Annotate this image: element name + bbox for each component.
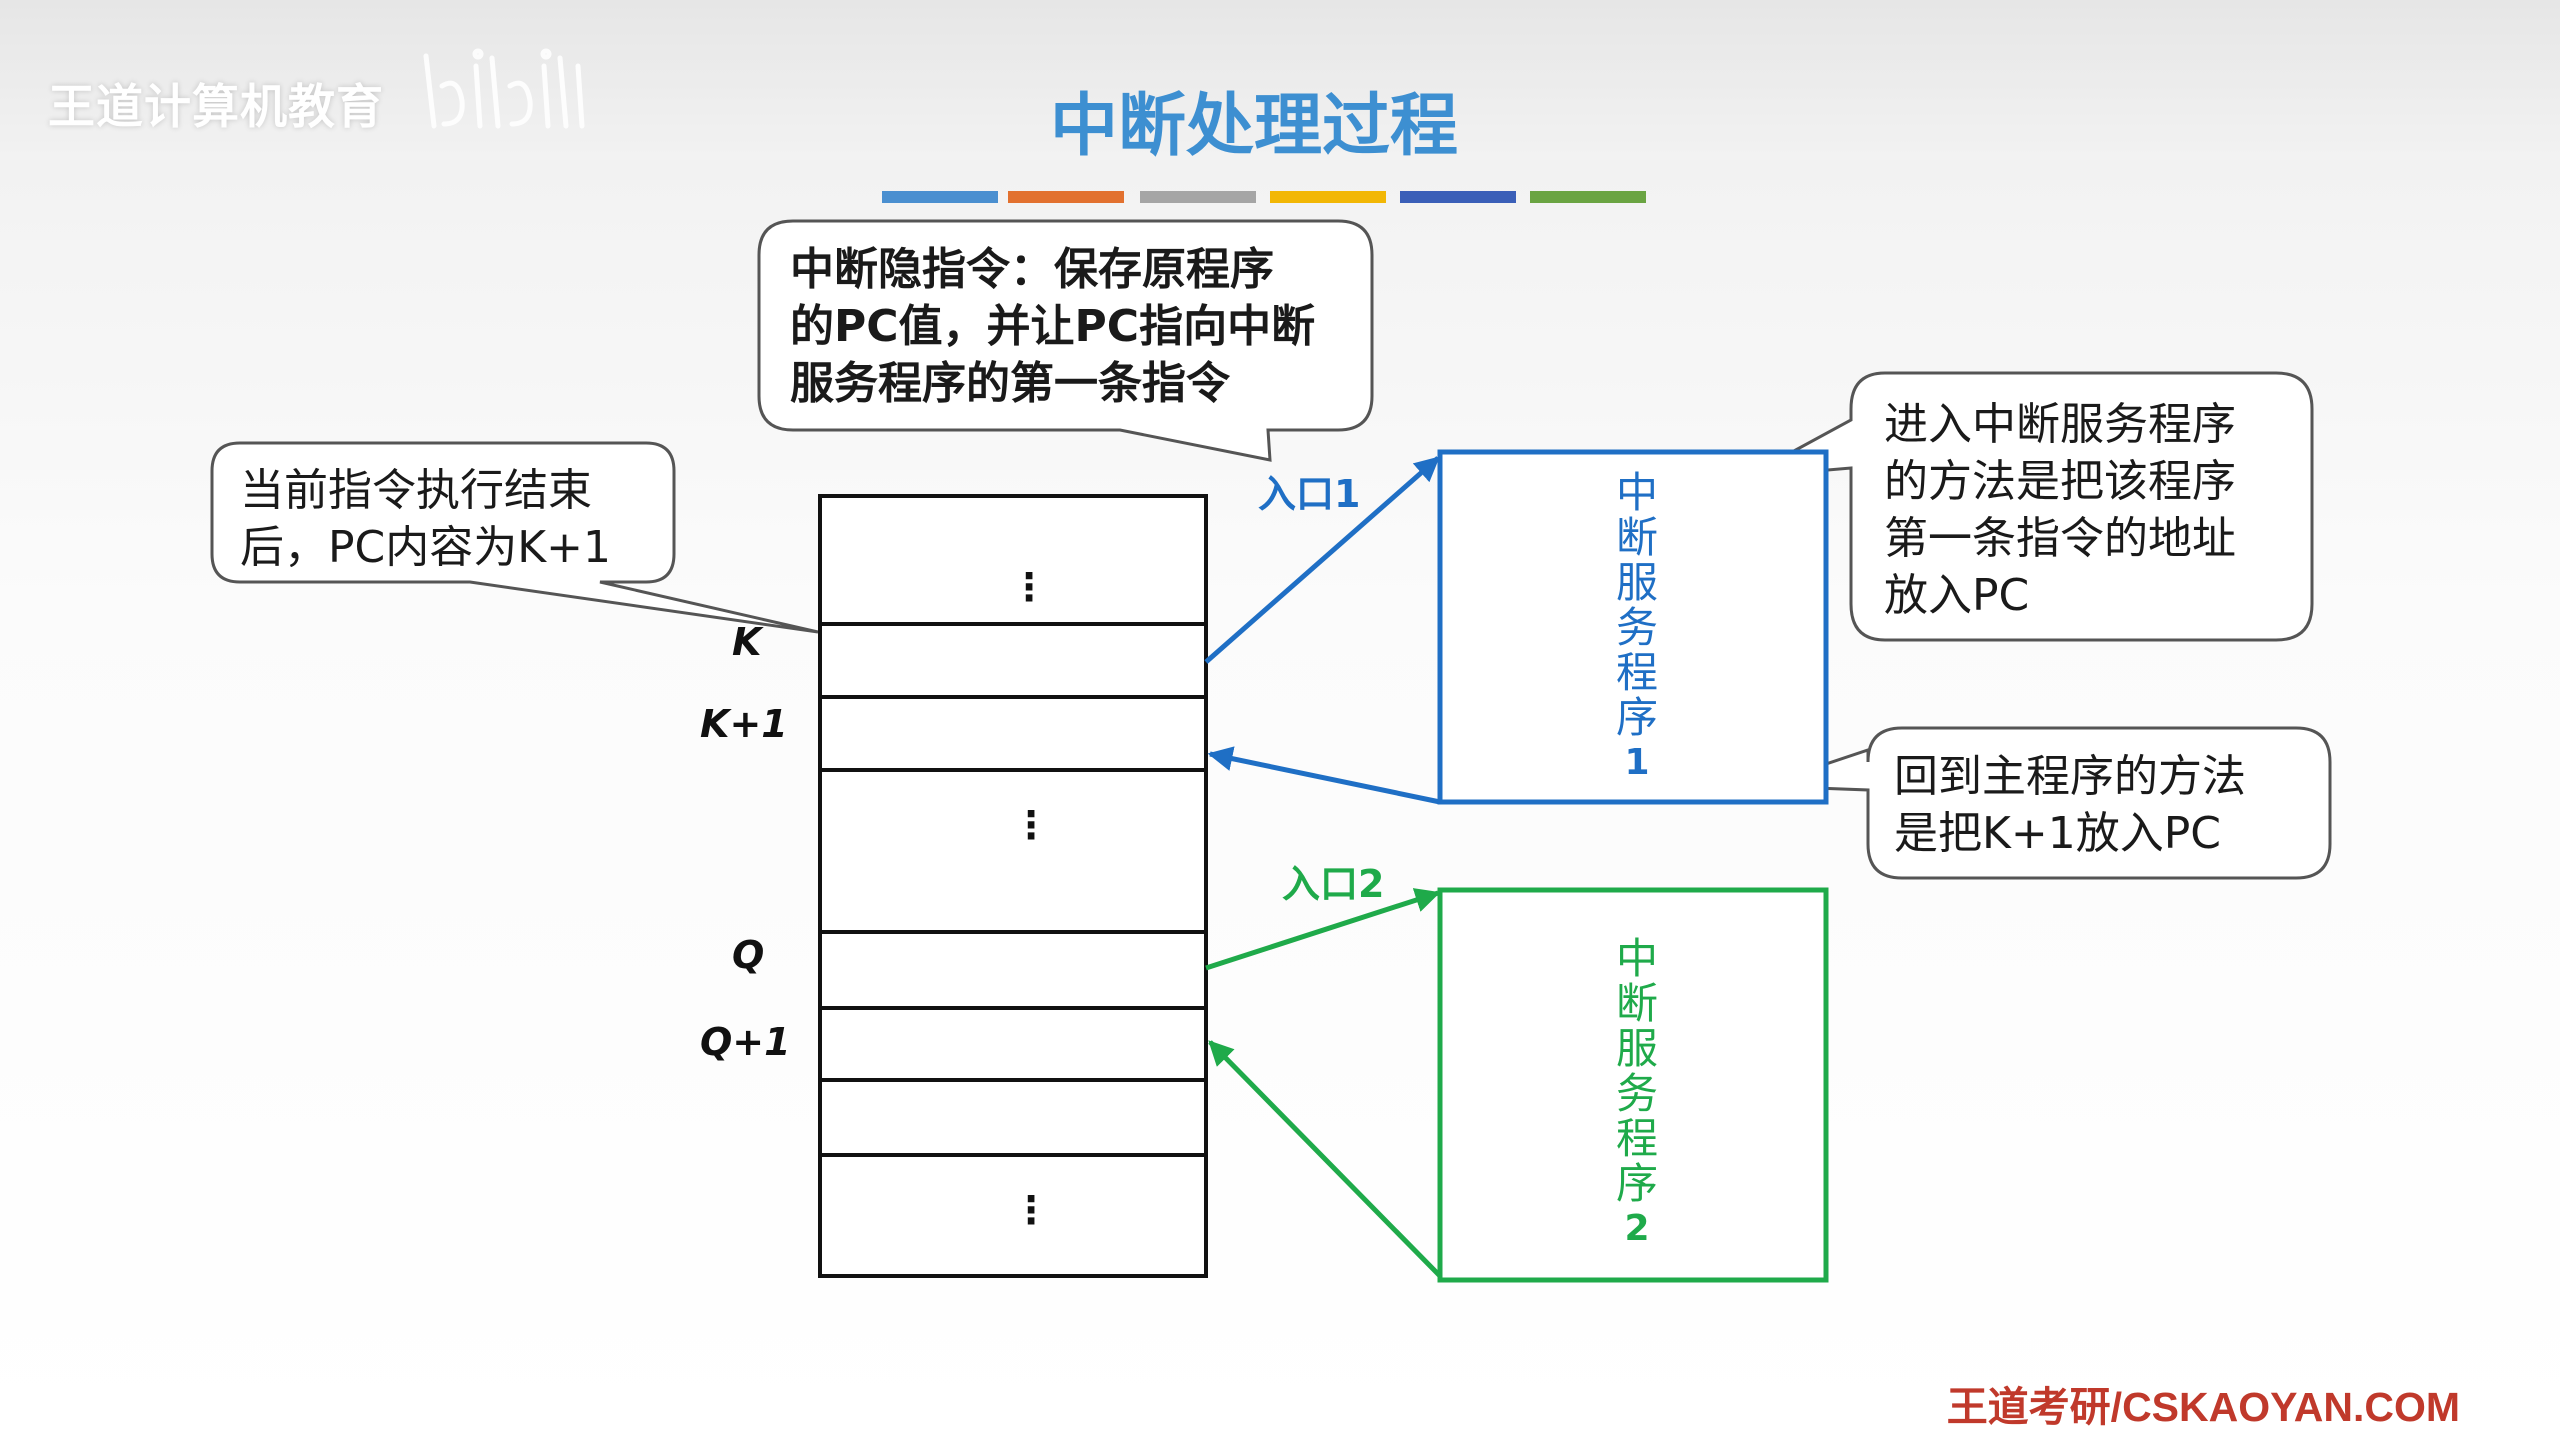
- vertical-char: 序: [1615, 693, 1658, 742]
- accent-bar: [1140, 191, 1256, 203]
- accent-bar: [1400, 191, 1516, 203]
- service-routine-2-box: [1437, 887, 1829, 1283]
- callout-return-main-bubble: [1759, 726, 2332, 880]
- watermark: 王道计算机教育: [48, 80, 384, 135]
- callout-hidden-instruction: 中断隐指令：保存原程序 的PC值，并让PC指向中断 服务程序的第一条指令: [790, 241, 1315, 412]
- memory-ellipsis: ⋮: [1012, 1188, 1050, 1232]
- callout-line: 中断隐指令：保存原程序: [790, 244, 1274, 295]
- vertical-char: 序: [1615, 1159, 1658, 1208]
- arrow-return-1: [1207, 746, 1441, 805]
- vertical-char: 中: [1615, 468, 1658, 517]
- vertical-char: 服: [1615, 558, 1658, 607]
- accent-bar: [1530, 191, 1646, 203]
- callout-line: 进入中断服务程序: [1884, 399, 2236, 450]
- row-label-k1: K+1: [700, 702, 788, 746]
- vertical-char: 务: [1615, 1069, 1658, 1118]
- vertical-char: 中: [1615, 934, 1658, 983]
- callout-line: 的方法是把该程序: [1884, 456, 2236, 507]
- memory-ellipsis: ⋮: [1010, 565, 1048, 609]
- callout-line: 第一条指令的地址: [1884, 513, 2236, 564]
- page-title: 中断处理过程: [0, 70, 2560, 169]
- callout-current-instruction: 当前指令执行结束 后，PC内容为K+1: [240, 462, 611, 576]
- callout-enter-service: 进入中断服务程序 的方法是把该程序 第一条指令的地址 放入PC: [1884, 396, 2236, 624]
- service-routine-1-box: [1437, 449, 1829, 805]
- page-title-text: 中断处理过程: [1049, 87, 1458, 166]
- vertical-char: 断: [1615, 513, 1658, 562]
- callout-line: 放入PC: [1884, 570, 2030, 621]
- vertical-char: 断: [1615, 979, 1658, 1028]
- callout-return-main: 回到主程序的方法 是把K+1放入PC: [1894, 748, 2246, 862]
- memory-column: [818, 494, 1208, 1278]
- accent-bar: [882, 191, 998, 203]
- arrow-return-2: [1208, 1040, 1442, 1278]
- footer-brand: 王道考研/CSKAOYAN.COM: [1946, 1384, 2460, 1430]
- vertical-char: 程: [1615, 648, 1658, 697]
- entry-label-2: 入口2: [1282, 862, 1385, 906]
- service-routine-2-label: 中 断 服 务 程 序 2: [1607, 936, 1667, 1251]
- accent-bar: [1008, 191, 1124, 203]
- row-label-q: Q: [732, 933, 765, 977]
- vertical-char: 程: [1615, 1114, 1658, 1163]
- vertical-char: 1: [1624, 742, 1650, 783]
- callout-line: 当前指令执行结束: [240, 465, 592, 516]
- vertical-char: 务: [1615, 603, 1658, 652]
- memory-outline: [818, 494, 1208, 1278]
- entry-label-1: 入口1: [1258, 472, 1361, 516]
- arrow-entry-2: [1205, 888, 1441, 971]
- arrow-entry-1: [1204, 456, 1440, 664]
- row-label-k: K: [732, 620, 762, 664]
- callout-line: 服务程序的第一条指令: [790, 358, 1230, 409]
- callout-hidden-instruction-bubble: [757, 219, 1374, 462]
- callout-line: 的PC值，并让PC指向中断: [790, 301, 1316, 352]
- accent-bar: [1270, 191, 1386, 203]
- vertical-char: 服: [1615, 1024, 1658, 1073]
- vertical-char: 2: [1624, 1208, 1650, 1249]
- callout-enter-service-bubble: [1745, 371, 2314, 642]
- callout-line: 回到主程序的方法: [1894, 751, 2246, 802]
- memory-ellipsis: ⋮: [1012, 803, 1050, 847]
- callout-line: 是把K+1放入PC: [1894, 808, 2221, 859]
- callout-current-instruction-bubble: [210, 441, 819, 634]
- row-label-q1: Q+1: [700, 1020, 791, 1064]
- callout-line: 后，PC内容为K+1: [240, 522, 611, 573]
- bilibili-logo-icon: [423, 48, 585, 129]
- service-routine-1-label: 中 断 服 务 程 序 1: [1607, 470, 1667, 785]
